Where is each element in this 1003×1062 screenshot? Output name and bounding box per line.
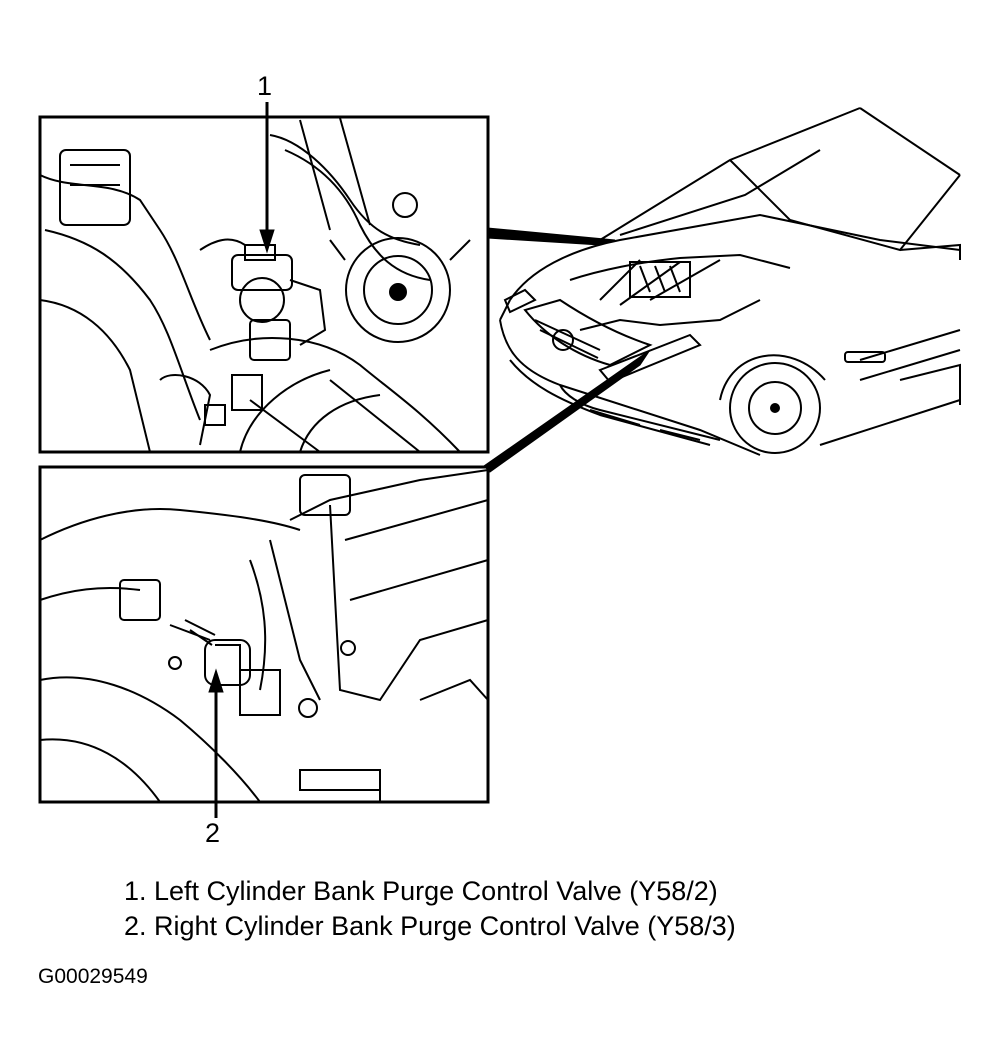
engine-diagram — [38, 102, 961, 818]
figure-id: G00029549 — [38, 965, 148, 988]
callout-number-1: 1 — [257, 71, 273, 101]
callout-number-2: 2 — [205, 818, 221, 848]
vehicle-illustration — [499, 107, 961, 456]
legend-item-1: 1. Left Cylinder Bank Purge Control Valv… — [124, 876, 718, 906]
inset-left-bank — [38, 115, 490, 454]
legend-item-2: 2. Right Cylinder Bank Purge Control Val… — [124, 911, 736, 941]
leader-2 — [208, 668, 224, 818]
leader-1 — [259, 102, 275, 254]
inset-right-bank — [38, 465, 490, 804]
